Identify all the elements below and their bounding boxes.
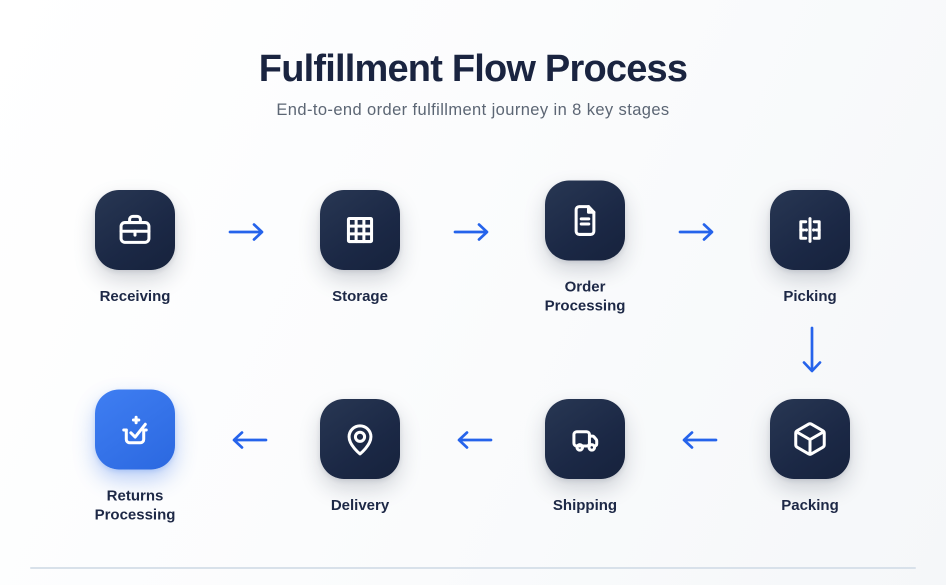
arrow-right-icon — [226, 219, 270, 245]
header: Fulfillment Flow Process End-to-end orde… — [0, 48, 946, 120]
briefcase-icon — [119, 214, 151, 244]
cube-icon — [794, 422, 826, 456]
arrow-left-icon — [451, 427, 495, 453]
stage-tile-order-processing — [545, 180, 625, 261]
stage-label-delivery: Delivery — [330, 497, 390, 514]
stage-tile-returns-processing — [95, 389, 175, 470]
stage-storage: Storage — [285, 190, 435, 306]
page-title: Fulfillment Flow Process — [258, 48, 688, 90]
stage-receiving: Receiving — [60, 190, 210, 306]
stage-returns-processing: Returns Processing — [60, 389, 210, 525]
stage-label-picking: Picking — [783, 288, 837, 305]
document-icon — [574, 205, 596, 236]
stage-tile-packing — [770, 399, 850, 479]
stage-label-returns-processing: Returns Processing — [94, 487, 176, 524]
map-pin-icon — [347, 424, 373, 456]
stage-label-packing: Packing — [781, 497, 839, 514]
stage-picking: Picking — [735, 190, 885, 306]
stage-tile-delivery — [320, 399, 400, 479]
arrow-left-icon — [226, 427, 270, 453]
stage-order-processing: Order Processing — [510, 180, 660, 316]
arrow-down-icon — [799, 324, 825, 380]
grid-icon — [346, 216, 374, 244]
arrow-right-icon — [451, 219, 495, 245]
stage-packing: Packing — [735, 399, 885, 515]
inbox-check-plus-icon — [122, 415, 148, 445]
stage-tile-storage — [320, 190, 400, 270]
arrow-left-icon — [676, 427, 720, 453]
stage-label-order-processing: Order Processing — [544, 278, 626, 315]
stage-label-shipping: Shipping — [552, 497, 618, 514]
stage-shipping: Shipping — [510, 399, 660, 515]
arrow-right-icon — [676, 219, 720, 245]
stage-label-storage: Storage — [332, 288, 388, 305]
stage-tile-shipping — [545, 399, 625, 479]
stage-tile-receiving — [95, 190, 175, 270]
aisle-scan-icon — [799, 217, 821, 243]
truck-icon — [572, 430, 599, 452]
bottom-divider — [30, 567, 916, 569]
stage-label-receiving: Receiving — [99, 288, 171, 305]
page-subtitle: End-to-end order fulfillment journey in … — [276, 101, 670, 119]
stage-tile-picking — [770, 190, 850, 270]
stage-delivery: Delivery — [285, 399, 435, 515]
